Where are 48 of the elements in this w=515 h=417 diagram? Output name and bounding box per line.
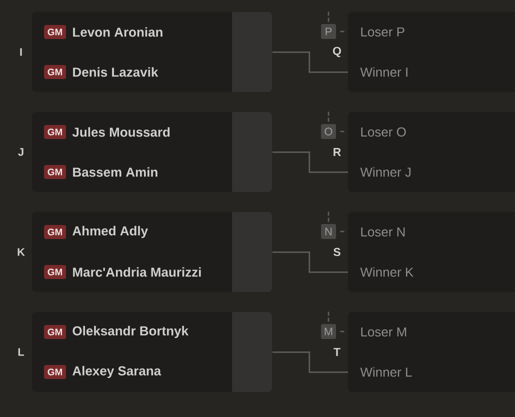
slot-label: Loser O bbox=[361, 127, 406, 137]
slot-label: Winner K bbox=[360, 267, 414, 277]
title-badge: GM bbox=[44, 225, 66, 239]
player-name: Ahmed Adly bbox=[72, 226, 148, 238]
connector-line bbox=[272, 351, 348, 373]
title-badge: GM bbox=[44, 364, 66, 379]
player-name: Oleksandr Bortnyk bbox=[72, 326, 189, 338]
slot-label: Winner I bbox=[360, 67, 408, 77]
title-badge: GM bbox=[44, 165, 66, 179]
match-label: T bbox=[334, 348, 340, 356]
title-badge: GM bbox=[44, 265, 66, 279]
round-label: K bbox=[18, 248, 25, 256]
round-label: J bbox=[18, 148, 24, 156]
player-name: Alexey Sarana bbox=[72, 366, 162, 378]
match-label: S bbox=[334, 248, 340, 256]
seed-badge: O bbox=[321, 124, 336, 139]
connector-line bbox=[272, 52, 348, 73]
dashed-line bbox=[340, 230, 346, 232]
slot-label: Winner J bbox=[360, 167, 410, 177]
dashed-line bbox=[328, 112, 330, 122]
dashed-line bbox=[340, 330, 346, 332]
title-badge: GM bbox=[44, 125, 66, 139]
dashed-line bbox=[328, 12, 330, 22]
dashed-line bbox=[328, 212, 330, 222]
match-label: Q bbox=[333, 46, 341, 58]
title-badge: GM bbox=[44, 324, 66, 339]
connector-line bbox=[272, 152, 348, 173]
seed-badge: N bbox=[321, 224, 336, 239]
slot-label: Loser M bbox=[361, 327, 406, 337]
seed-badge: M bbox=[321, 324, 336, 339]
connector-line bbox=[272, 252, 348, 273]
player-name: Marc'Andria Maurizzi bbox=[73, 267, 201, 277]
player-name: Levon Aronian bbox=[73, 27, 162, 37]
round-label: I bbox=[20, 48, 22, 56]
player-name: Jules Moussard bbox=[72, 127, 170, 137]
slot-label: Loser P bbox=[361, 27, 404, 37]
title-badge: GM bbox=[44, 65, 66, 79]
dashed-line bbox=[340, 30, 346, 32]
player-name: Denis Lazavik bbox=[73, 67, 158, 77]
seed-badge: P bbox=[321, 24, 336, 39]
slot-label: Loser N bbox=[361, 227, 405, 237]
title-badge: GM bbox=[44, 25, 66, 39]
match-label: R bbox=[334, 148, 341, 156]
player-name: Bassem Amin bbox=[73, 167, 158, 177]
dashed-line bbox=[340, 130, 346, 132]
slot-label: Winner L bbox=[360, 367, 412, 377]
dashed-line bbox=[328, 312, 330, 322]
round-label: L bbox=[18, 348, 24, 356]
